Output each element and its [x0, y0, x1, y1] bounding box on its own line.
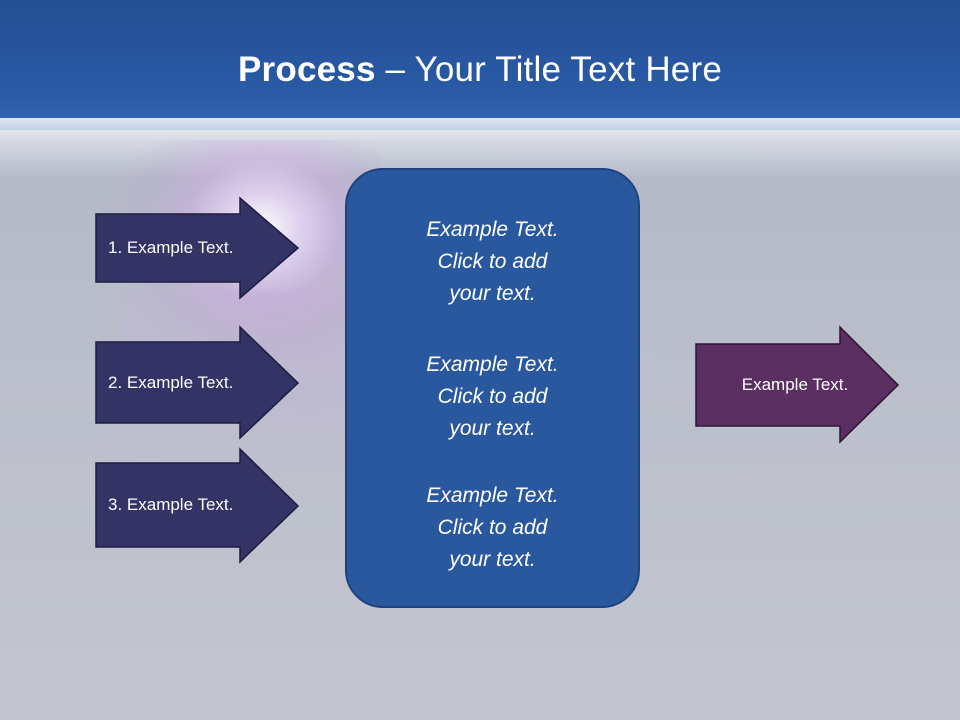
output-arrow-label: Example Text. [741, 375, 849, 394]
title-rest: – Your Title Text Here [375, 50, 722, 89]
input-arrow-3-label: 3. Example Text. [108, 495, 234, 514]
center-process-box[interactable]: Example Text. Click to add your text. Ex… [345, 168, 640, 608]
center-text-block-1[interactable]: Example Text. Click to add your text. [426, 218, 559, 305]
center-text-block-2[interactable]: Example Text. Click to add your text. [426, 353, 559, 440]
title-bold: Process [238, 50, 376, 89]
input-arrow-2-label: 2. Example Text. [108, 373, 234, 392]
input-arrow-3[interactable] [95, 447, 300, 564]
input-arrow-1-label: 1. Example Text. [108, 238, 234, 257]
output-arrow[interactable] [695, 325, 900, 444]
input-arrow-1[interactable] [95, 196, 300, 300]
slide-title[interactable]: Process – Your Title Text Here [0, 50, 960, 90]
center-text-block-3[interactable]: Example Text. Click to add your text. [426, 484, 559, 571]
title-band [0, 0, 960, 178]
input-arrow-2[interactable] [95, 325, 300, 440]
